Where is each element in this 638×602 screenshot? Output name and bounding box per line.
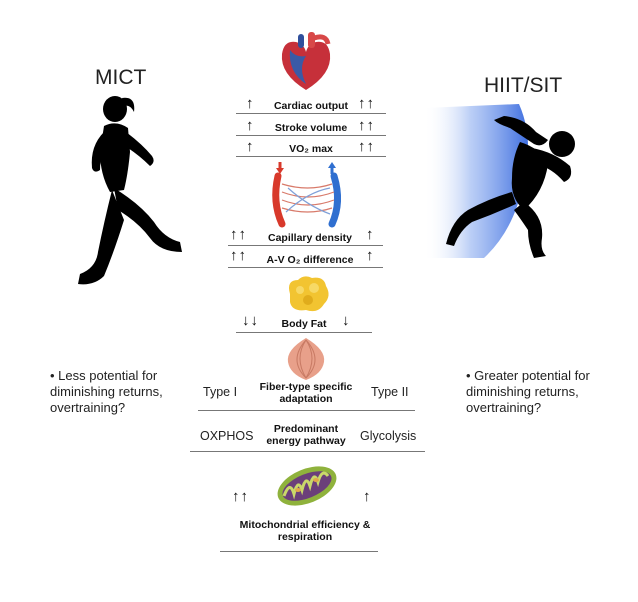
- stroke-volume-label: Stroke volume: [274, 122, 348, 134]
- vo2max-right-arrows: ↑↑: [358, 138, 375, 155]
- type-ii-text: Type II: [371, 385, 409, 399]
- divider: [190, 451, 425, 452]
- jogger-silhouette-icon: [78, 96, 182, 285]
- divider: [228, 267, 383, 268]
- divider: [220, 551, 378, 552]
- body-fat-icon: [289, 276, 329, 312]
- divider: [236, 113, 386, 114]
- mito-left-arrows: ↑↑: [232, 488, 249, 505]
- glycolysis-text: Glycolysis: [360, 429, 417, 443]
- stroke-volume-right-arrows: ↑↑: [358, 117, 375, 134]
- capillary-density-left-arrows: ↑↑: [230, 226, 247, 243]
- muscle-fiber-icon: [287, 338, 325, 380]
- divider: [198, 410, 415, 411]
- hiit-title: HIIT/SIT: [484, 74, 563, 97]
- divider: [236, 156, 386, 157]
- mict-note: • Less potential for diminishing returns…: [50, 368, 163, 415]
- body-fat-left-arrows: ↓↓: [242, 312, 259, 329]
- heart-icon: [281, 32, 331, 90]
- cardiac-output-right-arrows: ↑↑: [358, 95, 375, 112]
- cardiac-output-left-arrows: ↑: [246, 95, 255, 112]
- mito-right-arrows: ↑: [363, 488, 372, 505]
- mito-label: Mitochondrial efficiency & respiration: [239, 519, 371, 543]
- body-fat-label: Body Fat: [281, 318, 327, 330]
- mict-title: MICT: [95, 66, 147, 89]
- energy-pathway-label: Predominant energy pathway: [266, 423, 346, 447]
- stroke-volume-left-arrows: ↑: [246, 117, 255, 134]
- vo2max-left-arrows: ↑: [246, 138, 255, 155]
- cardiac-output-label: Cardiac output: [273, 100, 349, 112]
- oxphos-text: OXPHOS: [200, 429, 254, 443]
- sprinter-silhouette-icon: [424, 104, 575, 258]
- av-diff-right-arrows: ↑: [366, 247, 375, 264]
- divider: [236, 332, 372, 333]
- mitochondrion-icon: [277, 466, 337, 506]
- hiit-note: • Greater potential for diminishing retu…: [466, 368, 590, 415]
- vo2max-label: VO₂ max: [289, 143, 333, 155]
- body-fat-row: ↓↓ Body Fat ↓: [236, 312, 372, 336]
- fiber-type-label: Fiber-type specific adaptation: [259, 381, 353, 405]
- cardio-rows: ↑ Cardiac output ↑↑ ↑ Stroke volume ↑↑ ↑…: [236, 95, 386, 157]
- type-i-text: Type I: [203, 385, 238, 399]
- divider: [228, 245, 383, 246]
- divider: [236, 135, 386, 136]
- capillary-bed-icon: [272, 162, 341, 228]
- av-diff-label: A-V O₂ difference: [266, 254, 354, 266]
- body-fat-right-arrows: ↓: [342, 312, 351, 329]
- av-diff-left-arrows: ↑↑: [230, 247, 247, 264]
- capillary-rows: ↑↑ Capillary density ↑ ↑↑ A-V O₂ differe…: [228, 226, 383, 270]
- capillary-density-label: Capillary density: [267, 232, 353, 244]
- capillary-density-right-arrows: ↑: [366, 226, 375, 243]
